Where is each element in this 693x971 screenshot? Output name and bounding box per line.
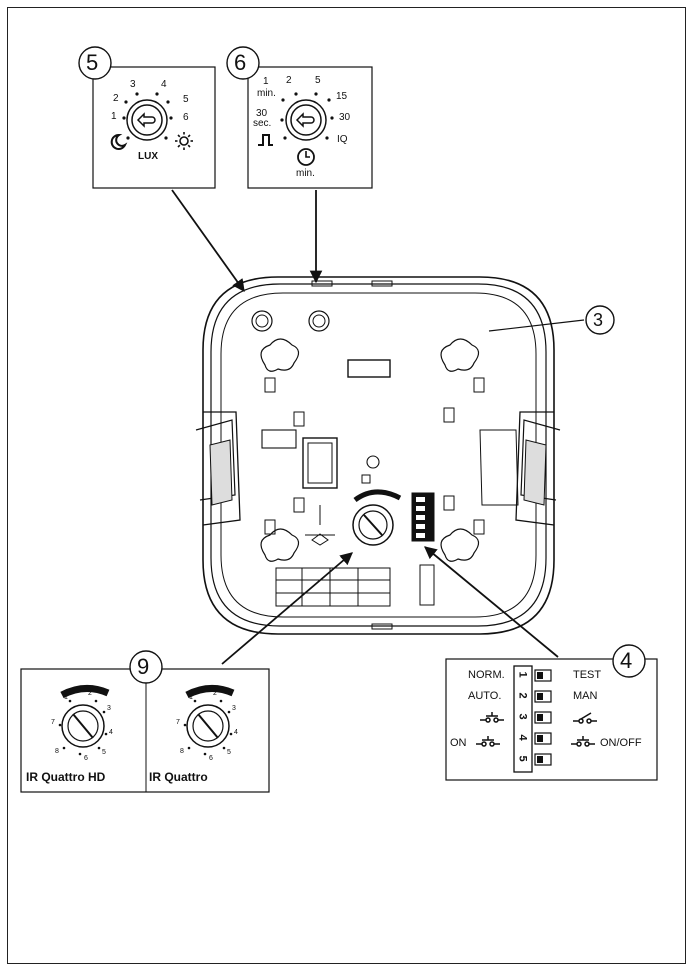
leader-housing: [488, 319, 585, 332]
device-housing: [195, 276, 561, 635]
callout-9-number: 9: [137, 654, 150, 679]
callout-9: [129, 650, 163, 684]
dip-row-2-left: AUTO.: [468, 690, 502, 702]
time-tick-2: 2: [286, 75, 292, 86]
time-tick-1: 1: [263, 76, 269, 87]
moon-icon: [110, 133, 128, 150]
lux-dial-panel: [92, 66, 216, 189]
pulse-icon: [258, 134, 273, 146]
range-dial-standard: [183, 685, 235, 756]
dip-toggle-knob-1: [537, 672, 543, 679]
dip-toggles: [534, 669, 552, 766]
time-tick-dots: [280, 92, 334, 140]
lux-tick-5: 5: [183, 94, 189, 105]
dip-number-1: 1: [516, 671, 529, 678]
clock-icon: [297, 148, 315, 166]
lux-knob-pointer: [136, 112, 156, 128]
dip-number-4: 4: [516, 734, 529, 741]
dip-row-4-right: ON/OFF: [600, 737, 642, 749]
lux-tick-3: 3: [130, 79, 136, 90]
lux-unit-label: LUX: [138, 151, 158, 162]
sun-icon: [175, 132, 193, 150]
time-tick-min: min.: [257, 88, 276, 99]
time-unit-label: min.: [296, 168, 315, 179]
time-tick-30-sec: 30: [256, 108, 268, 119]
lux-tick-dots: [122, 92, 173, 140]
dip-toggle-knob-2: [537, 693, 543, 700]
callout-5-number: 5: [86, 50, 99, 75]
range-dial-standard-label: IR Quattro: [149, 770, 208, 784]
dip-toggle-knob-4: [537, 735, 543, 742]
range-dial-hd: [58, 685, 110, 756]
time-tick-15: 15: [336, 91, 348, 102]
time-tick-sec: sec.: [253, 118, 272, 129]
callout-4-number: 4: [620, 648, 633, 673]
hd-tick-4: 4: [109, 729, 113, 736]
time-dial-panel: [247, 66, 373, 189]
dip-row-2-right: MAN: [573, 690, 598, 702]
time-tick-iq: IQ: [337, 134, 348, 145]
lux-tick-1: 1: [111, 111, 117, 122]
hd-tick-7: 7: [51, 719, 55, 726]
dip-row-1-left: NORM.: [468, 669, 505, 681]
page-frame: [7, 7, 686, 964]
time-knob-pointer: [295, 112, 315, 128]
hd-tick-6: 6: [84, 755, 88, 762]
dip-row-1-right: TEST: [573, 669, 602, 681]
hd-tick-5: 5: [102, 749, 106, 756]
dip-number-2: 2: [516, 692, 529, 699]
hd-tick-2: 2: [88, 690, 92, 697]
callout-3-number: 3: [593, 310, 604, 330]
dip-switch-panel: [445, 658, 658, 781]
dip-toggle-knob-3: [537, 714, 543, 721]
std-tick-8: 8: [180, 748, 184, 755]
range-dial-hd-label: IR Quattro HD: [26, 770, 106, 784]
lux-tick-2: 2: [113, 93, 119, 104]
arrow-range-to-device: [221, 552, 353, 665]
lux-tick-6: 6: [183, 112, 189, 123]
switch-symbol-icons: [476, 712, 597, 747]
callout-6-number: 6: [234, 50, 247, 75]
std-tick-5: 5: [227, 749, 231, 756]
callout-3: [585, 305, 615, 335]
std-tick-1: 1: [189, 694, 193, 701]
callout-6: [226, 46, 260, 80]
std-tick-4: 4: [234, 729, 238, 736]
arrow-dip-to-panel: [424, 546, 559, 658]
arrow-lux-to-device: [171, 189, 245, 293]
std-tick-2: 2: [213, 690, 217, 697]
lux-tick-4: 4: [161, 79, 167, 90]
dip-number-5: 5: [516, 755, 529, 762]
time-tick-5: 5: [315, 75, 321, 86]
hd-tick-8: 8: [55, 748, 59, 755]
std-tick-3: 3: [232, 705, 236, 712]
dip-toggle-knob-5: [537, 756, 543, 763]
range-dial-panel: [20, 668, 270, 793]
dip-row-4-left: ON: [450, 737, 467, 749]
hd-tick-3: 3: [107, 705, 111, 712]
std-tick-7: 7: [176, 719, 180, 726]
std-tick-6: 6: [209, 755, 213, 762]
dip-number-3: 3: [516, 713, 529, 720]
hd-tick-1: 1: [64, 694, 68, 701]
time-tick-30: 30: [339, 112, 351, 123]
callout-5: [78, 46, 112, 80]
callout-4: [612, 644, 646, 678]
